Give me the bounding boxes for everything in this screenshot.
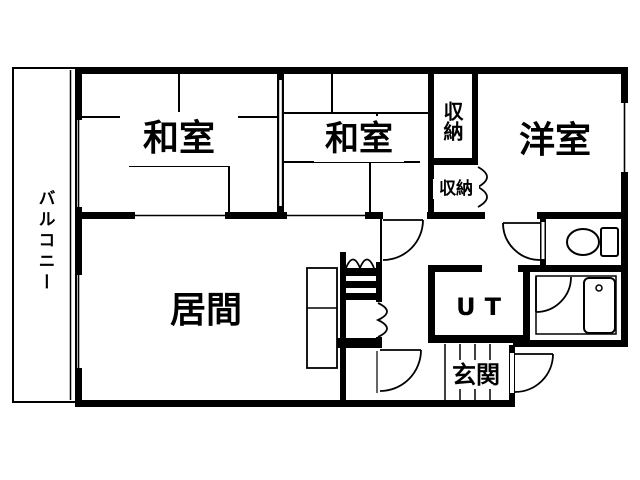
room-label-washitsu-center: 和室 [314,116,404,162]
shelf-stripe [345,268,377,276]
doorway-wc [541,222,545,259]
fusuma-partition-gap [279,80,282,206]
door-washitsu2-arc [382,219,424,261]
bifold-door-hall-closet [375,302,388,338]
wall-closet-divider [428,158,478,165]
wall-ut-right [523,265,530,342]
doorway-washitsu2-hall [383,212,427,219]
doorway-western-room [485,212,537,219]
wall-washitsu2-closet [428,74,434,219]
room-label-living-room: 居間 [169,290,242,331]
wall-closet-western [472,67,478,162]
wall-bottom [75,400,515,407]
wall-closet-column-bottom [335,338,382,348]
room-label-western-room: 洋室 [518,120,591,161]
wall-openings [75,80,628,393]
wall-ut-left [428,265,435,342]
balcony-outline [12,67,77,403]
door-bath-arc [535,276,572,313]
door-entrance-arc [514,353,554,393]
bifold-door-closet-western [476,166,488,208]
outer-walls [75,67,628,407]
door-wc-arc [502,222,541,261]
toilet-tank-icon [600,227,619,257]
door-hall-closet-arc [379,349,422,392]
wall-ut-bottom [428,335,530,343]
kitchen-counter [306,267,338,369]
room-label-closet-lower: 収納 [433,179,479,199]
doorway-entry [510,353,514,393]
wall-top [75,67,628,74]
wall-hall-mid [376,262,382,302]
wall-closet-column-left [340,252,346,400]
shelf-stripe [345,293,377,300]
toilet-bowl-icon [566,228,600,256]
shelf-stripe [345,281,377,288]
room-label-balcony: バルコニー [34,188,55,294]
wall-hall-thin [380,219,382,262]
wall-left [75,67,82,407]
wall-right [621,67,628,347]
room-label-closet-upper: 収納 [439,92,465,150]
room-label-utility: UT [456,293,510,321]
bifold-door-living-closet [345,258,375,271]
room-label-washitsu-left: 和室 [120,112,238,166]
bathtub-drain-icon [595,284,603,292]
tatami-washitsu2 [283,74,428,212]
wall-bath-bottom [513,340,628,347]
room-label-entrance: 玄関 [446,360,506,389]
balcony-rail [12,67,77,403]
doors [345,166,572,393]
doorway-ut [482,265,518,272]
bathtub-icon [583,277,616,334]
